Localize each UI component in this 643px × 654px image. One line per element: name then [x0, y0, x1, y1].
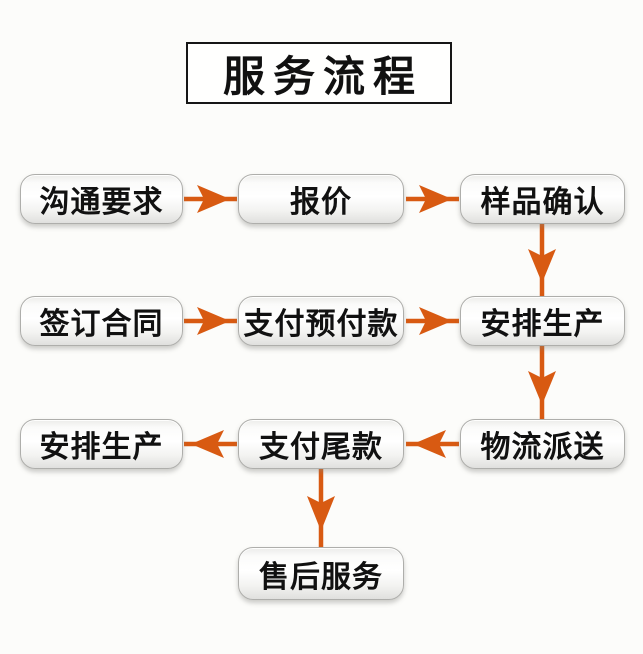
page-title: 服务流程 — [186, 42, 452, 104]
flow-node-after-sales-service: 售后服务 — [238, 547, 404, 600]
flow-node-arrange-production-2: 安排生产 — [20, 419, 183, 469]
flow-node-communicate-requirements: 沟通要求 — [20, 174, 183, 224]
arrow-down-icon — [528, 224, 556, 296]
arrow-right-icon — [406, 307, 459, 335]
flow-node-label: 售后服务 — [259, 560, 383, 594]
flow-node-label: 签订合同 — [39, 308, 164, 341]
arrow-right-icon — [406, 185, 459, 213]
page-title-label: 服务流程 — [222, 52, 423, 100]
flow-node-arrange-production: 安排生产 — [460, 296, 625, 346]
flow-node-label: 沟通要求 — [39, 186, 164, 219]
arrow-left-icon — [184, 430, 237, 458]
flow-node-sample-confirmation: 样品确认 — [460, 174, 625, 224]
flow-node-quotation: 报价 — [238, 174, 404, 224]
flow-node-sign-contract: 签订合同 — [20, 296, 183, 346]
flow-node-label: 报价 — [290, 186, 352, 219]
arrow-left-icon — [406, 430, 459, 458]
flow-node-pay-advance: 支付预付款 — [238, 296, 404, 346]
arrow-right-icon — [184, 307, 237, 335]
flow-node-label: 安排生产 — [480, 308, 605, 341]
arrow-down-icon — [307, 469, 335, 547]
flow-node-label: 支付尾款 — [259, 431, 383, 464]
flow-node-label: 支付预付款 — [243, 308, 399, 341]
arrow-down-icon — [528, 346, 556, 419]
flow-node-label: 安排生产 — [39, 431, 164, 464]
flow-node-logistics-delivery: 物流派送 — [460, 419, 625, 469]
flow-node-pay-balance: 支付尾款 — [238, 419, 404, 469]
arrow-right-icon — [184, 185, 237, 213]
flow-node-label: 样品确认 — [480, 186, 605, 219]
flow-node-label: 物流派送 — [480, 431, 605, 464]
